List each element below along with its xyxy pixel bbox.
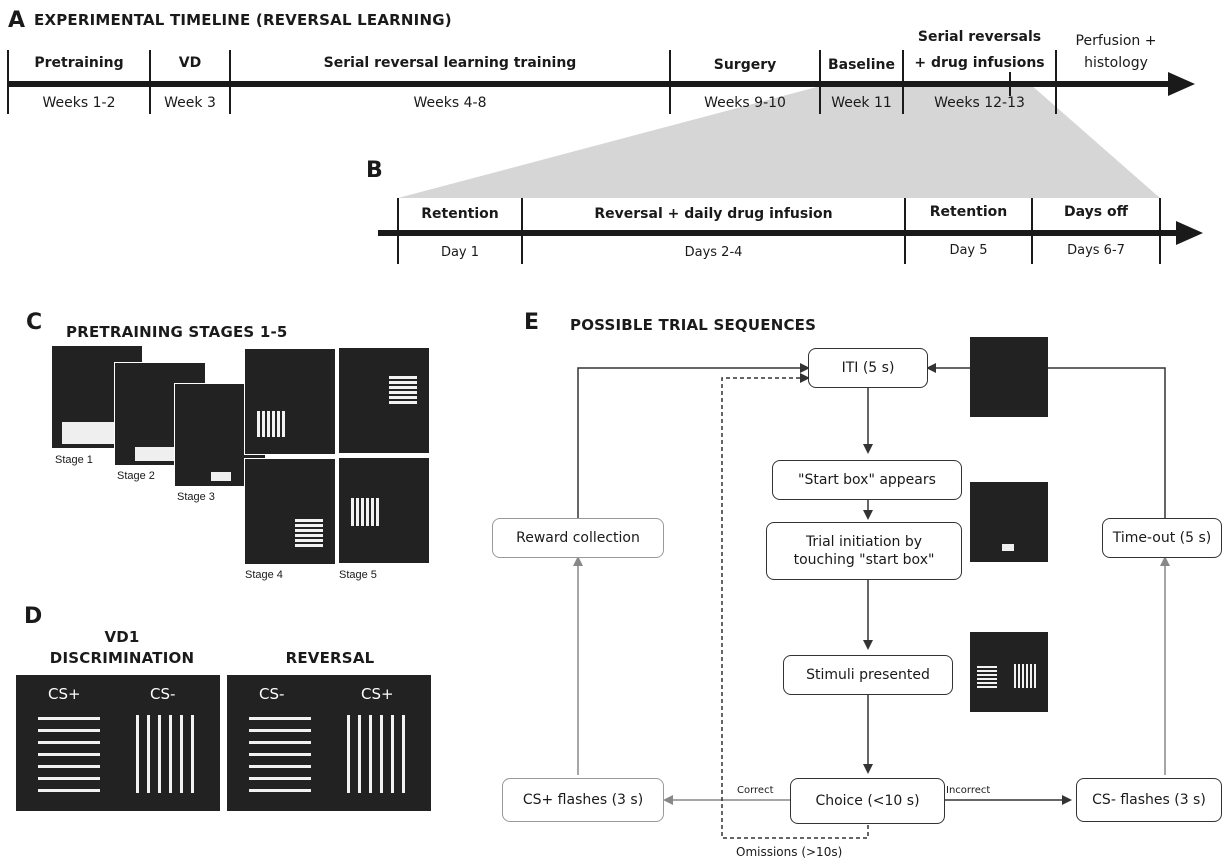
zoom-projection [398, 84, 1160, 198]
stimuli-box: Stimuli presented [783, 655, 953, 695]
timeline-a-ticks [7, 50, 1057, 114]
timeline-b-segment-label: Retention [421, 206, 499, 222]
reward-collection-box: Reward collection [492, 518, 664, 558]
trial-initiation-line: touching "start box" [793, 552, 935, 568]
timeline-b-arrowhead [1176, 221, 1203, 245]
timeline-segment-duration: Week 11 [831, 95, 892, 111]
timeline-segment-duration: Weeks 9-10 [704, 95, 786, 111]
incorrect-label: Incorrect [946, 785, 991, 796]
stimuli-screen [970, 632, 1048, 712]
panel-d-letter: D [24, 604, 43, 629]
timeline-segment-label: Serial reversals [917, 29, 1042, 45]
stage-4a-screen [244, 348, 336, 455]
cs-label: CS+ [361, 685, 394, 703]
panel-c-letter: C [26, 310, 43, 335]
timeline-segment-label: Perfusion + [1075, 33, 1157, 49]
panel-c-title: PRETRAINING STAGES 1-5 [66, 323, 288, 341]
timeline-b-ticks [397, 198, 1161, 264]
stage-label: Stage 5 [339, 569, 377, 581]
timeline-a-arrowhead [1168, 72, 1195, 96]
timeline-b-segment-duration: Day 5 [949, 243, 988, 258]
stage-label: Stage 3 [177, 491, 215, 503]
panel-e-letter: E [524, 310, 540, 335]
timeline-b-segment-duration: Day 1 [440, 245, 480, 260]
choice-box: Choice (<10 s) [790, 778, 945, 824]
cs-minus-flashes-box: CS- flashes (3 s) [1076, 778, 1222, 822]
flow-arrows [577, 363, 1166, 805]
timeline-b-segment-duration: Days 6-7 [1067, 243, 1125, 258]
panel-a-letter: A [8, 8, 26, 33]
cs-label: CS- [150, 685, 176, 703]
timeline-b-segment-label: Reversal + daily drug infusion [594, 206, 833, 222]
omissions-loop [721, 373, 869, 839]
panel-b-letter: B [366, 158, 383, 183]
stage-label: Stage 2 [117, 470, 155, 482]
cs-plus-flashes-box: CS+ flashes (3 s) [502, 778, 664, 822]
reversal-title: REVERSAL [285, 649, 375, 667]
timeline-segment-label: VD [178, 55, 202, 71]
trial-initiation-box: Trial initiation by touching "start box" [766, 522, 962, 580]
timeline-segment-label: Surgery [713, 57, 777, 73]
timeline-segment-duration: Weeks 4-8 [413, 95, 487, 111]
timeline-segment-label: Pretraining [34, 55, 124, 71]
stage-4b-screen [339, 348, 429, 453]
iti-box: ITI (5 s) [808, 348, 928, 388]
stage-4-screen [244, 458, 336, 565]
vd1-title: VD1 [104, 628, 140, 646]
timeline-segment-label: Serial reversal learning training [323, 55, 577, 71]
panel-a-title: EXPERIMENTAL TIMELINE (REVERSAL LEARNING… [34, 11, 452, 29]
trial-initiation-line: Trial initiation by [805, 533, 923, 550]
correct-label: Correct [737, 785, 774, 796]
iti-screen [970, 337, 1048, 417]
stage-label: Stage 1 [55, 454, 93, 466]
start-box-screen [970, 482, 1048, 562]
timeline-b-segment-duration: Days 2-4 [684, 245, 743, 260]
omissions-label: Omissions (>10s) [736, 845, 843, 859]
panel-e-title: POSSIBLE TRIAL SEQUENCES [570, 316, 817, 334]
cs-label: CS- [259, 685, 285, 703]
vd1-title: DISCRIMINATION [49, 649, 195, 667]
stage-5-screen [339, 458, 429, 563]
timeline-b-segment-label: Retention [929, 204, 1008, 220]
flow-arrows-light [573, 556, 1170, 805]
timeline-b-segment-label: Days off [1064, 204, 1128, 220]
start-box-box: "Start box" appears [772, 460, 962, 500]
timeline-segment-label: + drug infusions [914, 55, 1045, 71]
stage-label: Stage 4 [245, 569, 283, 581]
timeline-segment-duration: Weeks 12-13 [934, 95, 1025, 111]
timeline-segment-duration: Week 3 [164, 95, 216, 111]
timeline-segment-label: Baseline [827, 57, 895, 73]
cs-label: CS+ [48, 685, 81, 703]
time-out-box: Time-out (5 s) [1102, 518, 1222, 558]
timeline-segment-label: histology [1084, 55, 1148, 71]
timeline-segment-duration: Weeks 1-2 [42, 95, 116, 111]
reversal-screen: CS- CS+ [227, 675, 431, 811]
vd1-screen: CS+ CS- [16, 675, 220, 811]
